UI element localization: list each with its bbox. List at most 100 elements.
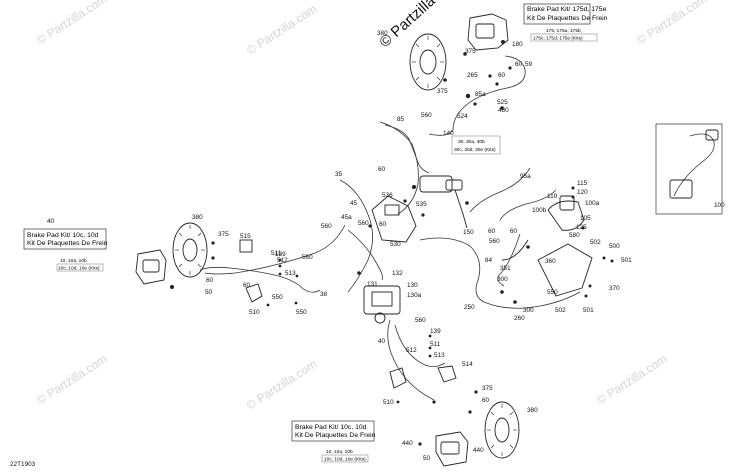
- callout-label: 380: [192, 214, 203, 221]
- callout-label: 514: [462, 361, 473, 368]
- callout-label: 59: [525, 61, 533, 68]
- callout-label: 35: [335, 171, 343, 178]
- inset-detail-box: [655, 123, 723, 215]
- drawing-code: 22T1903: [10, 461, 36, 468]
- callout-label: 370: [609, 285, 620, 292]
- callout-label: 40: [47, 218, 55, 225]
- brake-disc: [484, 401, 520, 459]
- kit-subtitle: 10, 10a, 10b: [326, 449, 353, 455]
- callout-label: 501: [621, 257, 632, 264]
- callout-label: 60: [510, 228, 518, 235]
- callout-label: 100b: [532, 207, 547, 214]
- front-left-brake-assembly: [135, 222, 299, 307]
- callout-label: 85a: [475, 91, 486, 98]
- callout-label: 60: [379, 221, 387, 228]
- kit-subtitle: 10c, 10d, 10e (Kits): [324, 457, 366, 463]
- callout-label: 550: [296, 309, 307, 316]
- callout-label: 560: [421, 112, 432, 119]
- kit-subtitle: 10, 10a, 10b: [60, 258, 87, 264]
- callout-label: 139: [275, 251, 286, 258]
- callout-label: 530: [390, 241, 401, 248]
- callout-label: 535: [416, 201, 427, 208]
- watermark-text: © Partzilla.com: [244, 2, 319, 58]
- front-right-brake-assembly: [409, 13, 526, 136]
- watermark-text: © Partzilla.com: [34, 352, 109, 408]
- callout-label: 50: [423, 455, 431, 462]
- callout-label: 560: [302, 254, 313, 261]
- callout-label: 60: [378, 166, 386, 173]
- kit-subtitle: 175c, 175d, 175e (Kits): [533, 36, 583, 42]
- callout-label: 139: [430, 328, 441, 335]
- callout-label: 84: [485, 257, 493, 264]
- kit-title-fr: Kit De Plaquettes De Frein: [295, 432, 376, 439]
- callout-label: 375: [482, 385, 493, 392]
- callout-label: 513: [285, 270, 296, 277]
- callout-label: 60: [206, 277, 214, 284]
- callout-label: 45a: [341, 214, 352, 221]
- callout-label: 440: [402, 440, 413, 447]
- callout-label: 375: [218, 231, 229, 238]
- callout-label: 60: [243, 282, 251, 289]
- brake-pad-kit-box: Brake Pad Kit/ 10c, 10d Kit De Plaquette…: [291, 420, 376, 463]
- rear-brake-assembly: [389, 334, 520, 467]
- callout-label: 560: [415, 317, 426, 324]
- callout-label: 38: [320, 291, 328, 298]
- callout-label: 40: [378, 338, 386, 345]
- callout-label: 580: [569, 232, 580, 239]
- callout-label: 480: [498, 107, 509, 114]
- watermark-text: © Partzilla.com: [594, 352, 669, 408]
- callout-label: 105: [580, 215, 591, 222]
- abs-module: [357, 271, 401, 324]
- kit-title: Brake Pad Kit/ 10c, 10d: [295, 424, 367, 431]
- callout-label: 375: [437, 88, 448, 95]
- brake-disc: [409, 33, 447, 91]
- callout-label: 131: [367, 281, 378, 288]
- callout-label: 125: [576, 224, 587, 231]
- callout-label: 95a: [520, 173, 531, 180]
- callout-label: 180: [512, 41, 523, 48]
- callout-label: 360: [545, 258, 556, 265]
- callout-label: 375: [465, 48, 476, 55]
- callout-label: 300: [497, 276, 508, 283]
- callout-label: 501: [583, 307, 594, 314]
- callout-label: 150: [463, 229, 474, 236]
- callout-label: 511: [271, 250, 282, 257]
- callout-label: 502: [590, 239, 601, 246]
- callout-label: 512: [277, 257, 288, 264]
- brake-pad-kit-box: Brake Pad Kit/ 10c, 10d Kit De Plaquette…: [23, 228, 108, 272]
- callout-label: 511: [430, 341, 441, 348]
- callout-label: 115: [577, 180, 588, 187]
- callout-label: 60: [488, 228, 496, 235]
- callout-label: 120: [577, 189, 588, 196]
- callout-label: 60: [498, 72, 506, 79]
- callout-label: 250: [464, 304, 475, 311]
- callout-label: 560: [321, 223, 332, 230]
- callout-label: 502: [555, 307, 566, 314]
- kit-subtitle: 10c, 10d, 10e (Kits): [58, 266, 100, 272]
- callout-label: 130a: [407, 292, 422, 299]
- callout-label: 510: [383, 399, 394, 406]
- brake-caliper: [435, 431, 469, 467]
- callout-label: 380: [527, 407, 538, 414]
- watermark-text: © Partzilla.com: [244, 357, 319, 413]
- callout-label: 351: [500, 265, 511, 272]
- watermark-text: © Partzilla.com: [34, 0, 109, 48]
- callout-label: 110: [547, 193, 558, 200]
- brake-lines: [199, 121, 581, 401]
- kit-title: Brake Pad Kit/ 10c, 10d: [27, 232, 99, 239]
- callout-label: 50: [205, 289, 213, 296]
- reference-box: [451, 135, 501, 155]
- callout-label: 60: [515, 61, 523, 68]
- watermark-text: © Partzilla.com: [634, 0, 709, 48]
- callout-label: 550: [272, 294, 283, 301]
- callout-label: 500: [609, 243, 620, 250]
- callout-label: 440: [473, 447, 484, 454]
- callout-label: 100: [714, 202, 725, 209]
- callout-label: 560: [358, 220, 369, 227]
- brake-caliper: [467, 13, 509, 51]
- reference-text: 30c, 30d, 30e (Kits): [454, 147, 496, 153]
- callout-label: 132: [392, 270, 403, 277]
- callout-label: 536: [382, 192, 393, 199]
- kit-subtitle: 175, 175a, 175b: [546, 28, 581, 34]
